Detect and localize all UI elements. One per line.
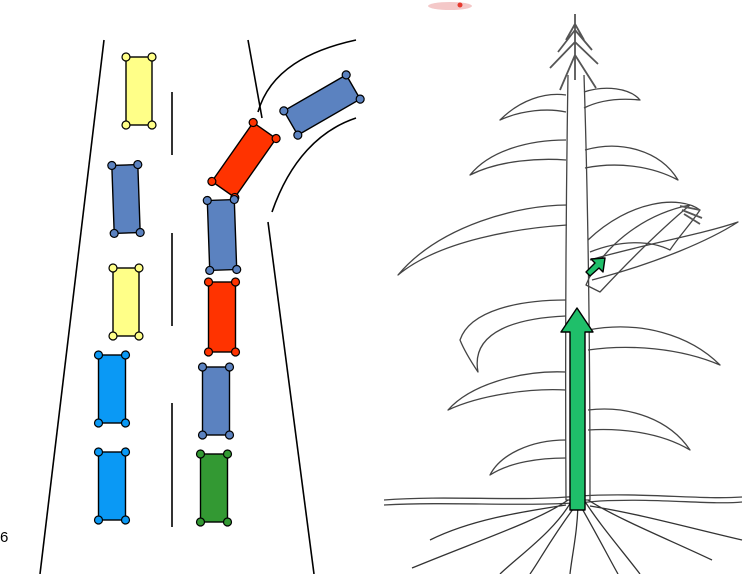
- car-wheel: [232, 278, 240, 286]
- car-wheel: [224, 518, 232, 526]
- car-body: [113, 268, 139, 336]
- car-wheel: [122, 448, 130, 456]
- car-wheel: [233, 265, 241, 273]
- leaf: [585, 146, 678, 180]
- car-wheel: [122, 53, 130, 61]
- car-body: [207, 200, 236, 271]
- tassel: [550, 14, 598, 90]
- car-wheel: [135, 332, 143, 340]
- car-body: [209, 282, 236, 352]
- car-wheel: [203, 196, 211, 204]
- leaf: [470, 140, 566, 175]
- car-wheel: [226, 363, 234, 371]
- corn-plant: [384, 14, 742, 574]
- car-body: [212, 122, 276, 197]
- car-wheel: [122, 419, 130, 427]
- car-wheel: [95, 351, 103, 359]
- car-wheel: [199, 363, 207, 371]
- car-wheel: [136, 228, 144, 236]
- car-wheel: [197, 450, 205, 458]
- car-wheel: [148, 121, 156, 129]
- car-body: [201, 454, 228, 522]
- car: [197, 450, 232, 526]
- car-wheel: [135, 264, 143, 272]
- car: [199, 363, 234, 439]
- car: [95, 448, 130, 524]
- road-left-edge: [40, 40, 104, 574]
- car-wheel: [134, 160, 142, 168]
- car-wheel: [109, 264, 117, 272]
- leaf: [490, 440, 566, 475]
- leaf: [584, 88, 640, 108]
- car-body: [284, 75, 360, 135]
- car: [205, 278, 240, 356]
- car: [206, 117, 281, 203]
- car-wheel: [226, 431, 234, 439]
- car: [95, 351, 130, 427]
- car: [122, 53, 156, 129]
- car-wheel: [109, 332, 117, 340]
- cars-group: [95, 53, 366, 526]
- car-body: [203, 367, 230, 435]
- car-wheel: [199, 431, 207, 439]
- car-wheel: [224, 450, 232, 458]
- top-mark-dot: [458, 3, 463, 8]
- growth-arrows: [561, 258, 605, 510]
- car-body: [112, 165, 140, 234]
- top-mark: [428, 2, 472, 10]
- leaf: [500, 94, 566, 120]
- leaf: [588, 327, 720, 365]
- car: [278, 69, 365, 140]
- car: [203, 195, 241, 274]
- car-wheel: [148, 53, 156, 61]
- road-right-edge-lower: [268, 222, 314, 574]
- car-wheel: [108, 161, 116, 169]
- leaf: [590, 222, 738, 280]
- car-body: [99, 355, 126, 423]
- car: [109, 264, 143, 340]
- car-body: [126, 57, 152, 125]
- car-wheel: [110, 229, 118, 237]
- car-wheel: [95, 516, 103, 524]
- leaf: [588, 409, 690, 450]
- car-wheel: [122, 351, 130, 359]
- ramp-inner-curve: [272, 118, 356, 212]
- car-wheel: [122, 516, 130, 524]
- car-wheel: [230, 195, 238, 203]
- car-wheel: [197, 518, 205, 526]
- car-wheel: [206, 266, 214, 274]
- page-number: 6: [0, 529, 8, 546]
- roots: [412, 500, 742, 574]
- car-wheel: [205, 278, 213, 286]
- car-body: [99, 452, 126, 520]
- car-wheel: [205, 348, 213, 356]
- leaf: [460, 300, 566, 372]
- car-wheel: [232, 348, 240, 356]
- car-wheel: [95, 448, 103, 456]
- car-wheel: [122, 121, 130, 129]
- car-wheel: [95, 419, 103, 427]
- leaf: [448, 372, 566, 410]
- ground-line: [384, 495, 742, 500]
- car: [108, 160, 145, 237]
- leaf: [398, 205, 567, 275]
- road-diagram: [40, 40, 366, 574]
